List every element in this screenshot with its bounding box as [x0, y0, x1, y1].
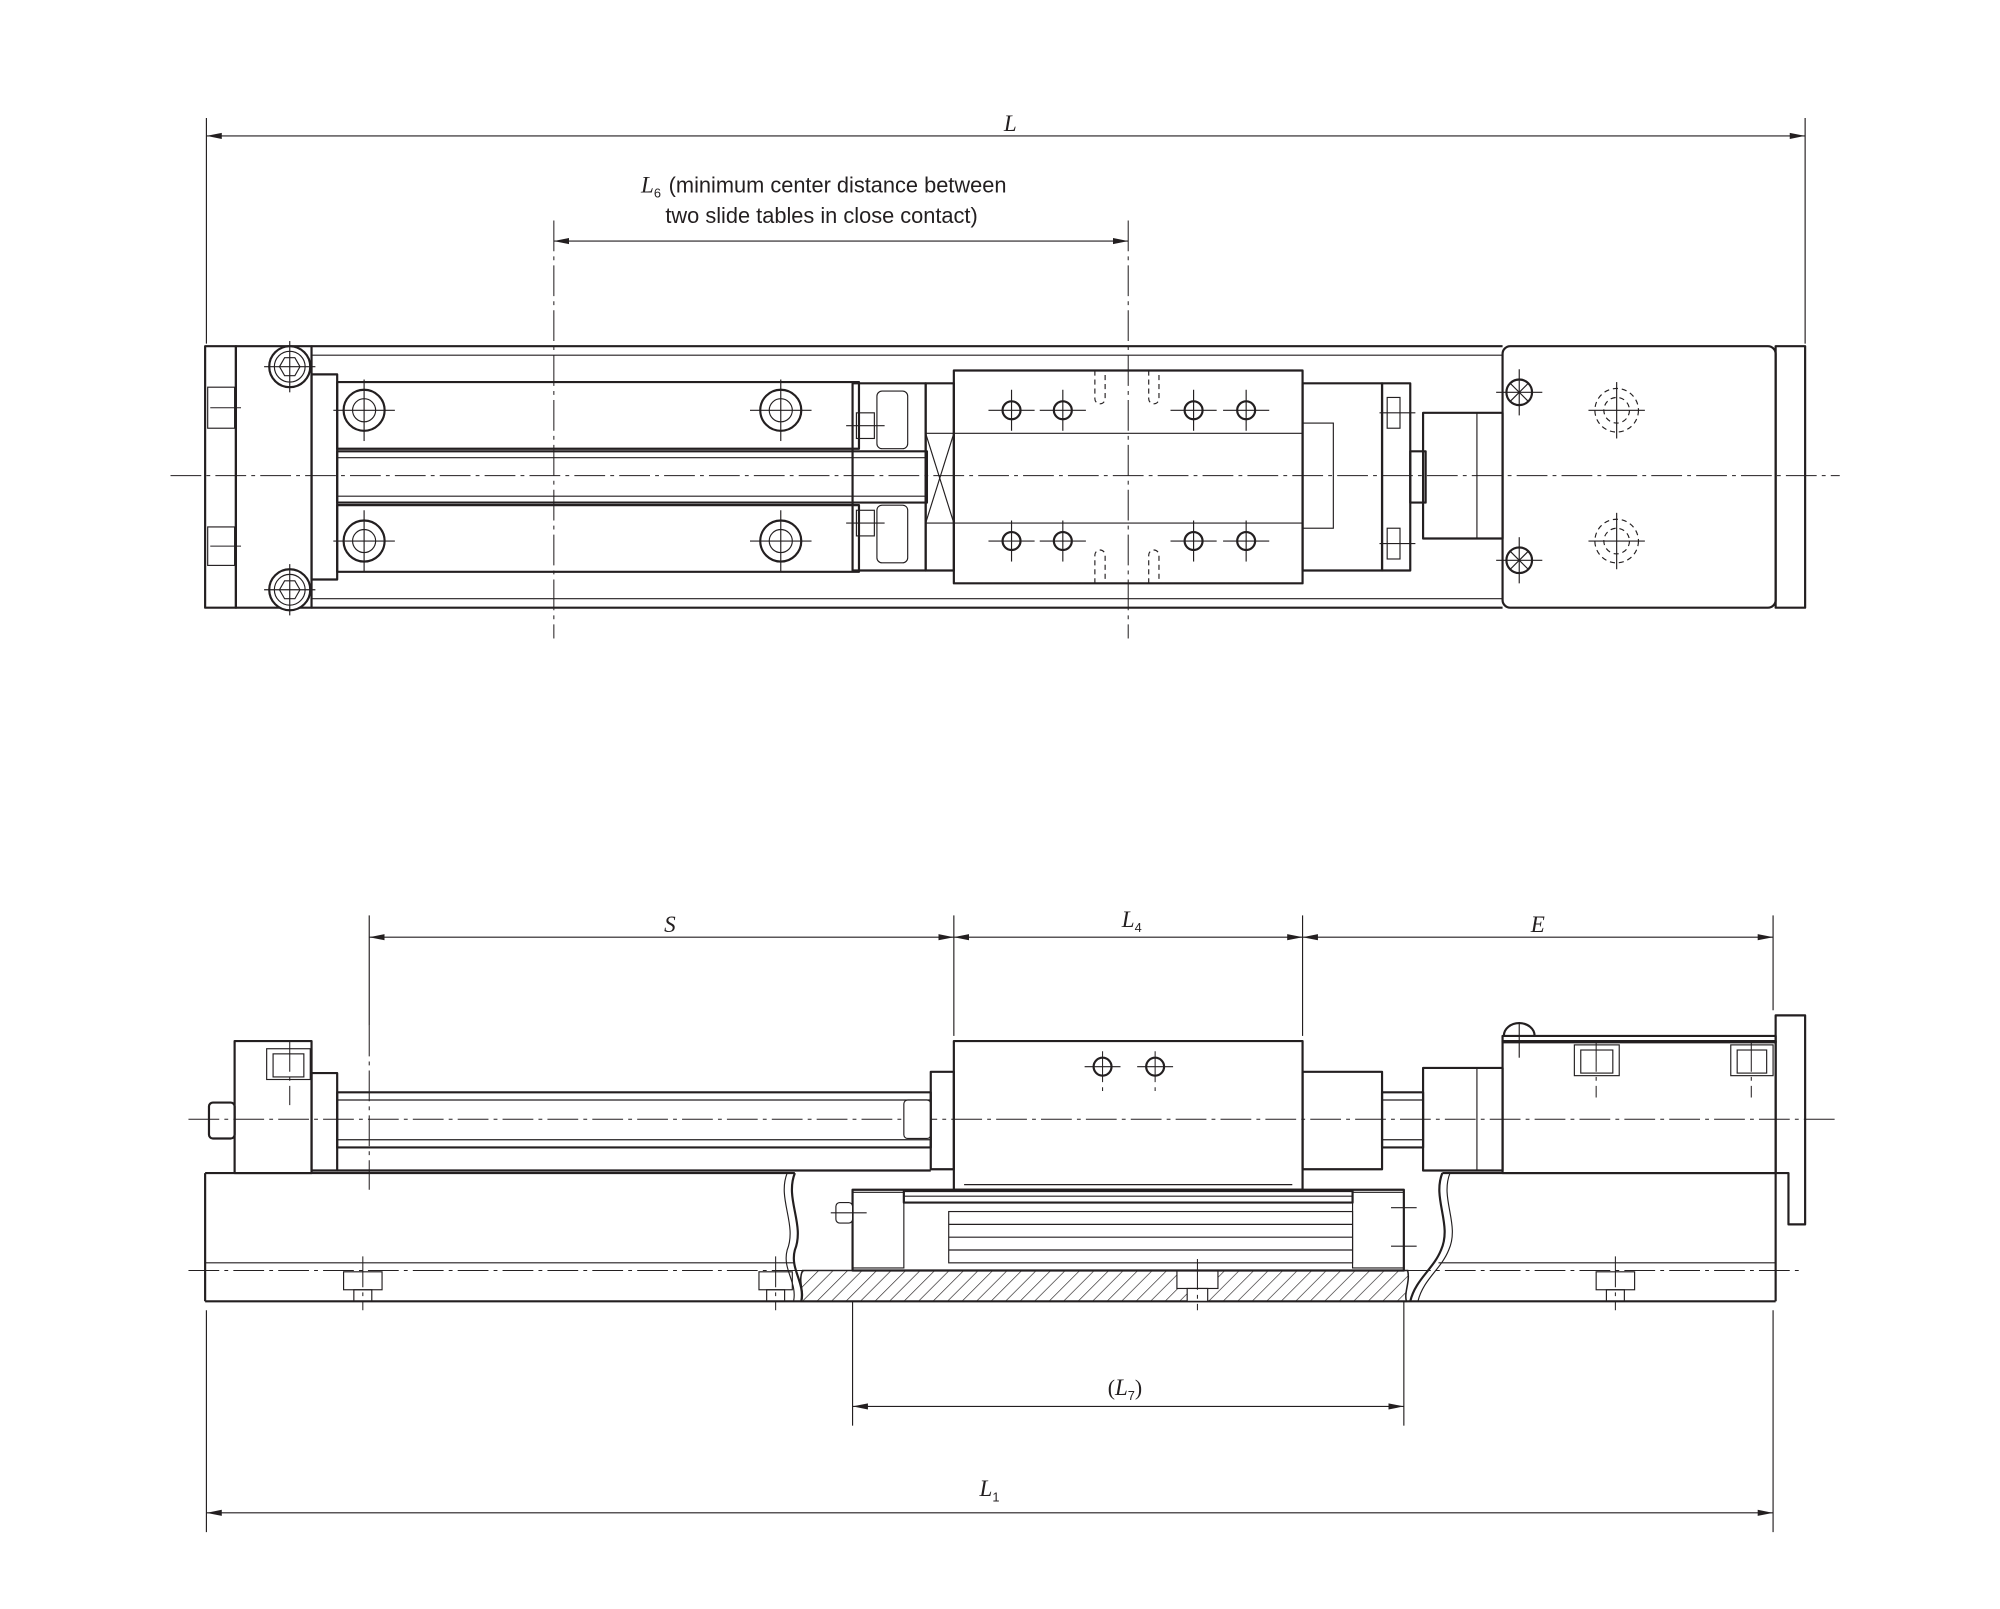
side-section-hatch: [799, 1258, 1410, 1311]
hex-socket-screw-top-icon: [264, 341, 316, 393]
top-right-end-plate: [1501, 345, 1777, 609]
dimension-S-label: S: [664, 911, 676, 937]
dimension-L7: (L7): [851, 1301, 1405, 1426]
dimension-L7-label: (L7): [1108, 1374, 1143, 1403]
dimension-L6-label: L6(minimum center distance between: [640, 171, 1006, 200]
side-slide-left-cap: [929, 1070, 955, 1171]
base-counterbore-icon: [1595, 1256, 1636, 1311]
top-piston-rod: [336, 450, 929, 504]
mounting-hole-icon: [1170, 389, 1217, 431]
dimension-L: L: [205, 110, 1806, 344]
break-line-right: [1409, 1172, 1453, 1302]
hex-socket-screw-bottom-icon: [264, 564, 316, 616]
top-housing: [311, 345, 1503, 609]
mounting-hole-icon: [1170, 520, 1217, 562]
dimension-L6-note-line2: two slide tables in close contact): [665, 203, 977, 228]
base-counterbore-icon: [758, 1256, 793, 1311]
mounting-hole-icon: [988, 389, 1035, 431]
side-right-end-block: [1501, 1022, 1777, 1175]
side-view: S L4 E: [188, 906, 1840, 1533]
cross-screw-top-icon: [1496, 369, 1543, 416]
break-line-left: [783, 1172, 803, 1302]
top-slide-end-cap: [924, 382, 955, 572]
mounting-hole-icon: [988, 520, 1035, 562]
side-center-lines: [188, 1118, 1840, 1272]
top-right-shock-block: [1301, 382, 1416, 572]
top-center-lines: [170, 220, 1840, 639]
dimension-L1-label: L1: [978, 1475, 999, 1504]
mounting-hole-icon: [1039, 389, 1086, 431]
base-counterbore-icon: [343, 1256, 383, 1311]
dimension-L4-label: L4: [1121, 906, 1142, 935]
mounting-hole-icon: [1039, 520, 1086, 562]
hidden-port-bottom-icon: [1588, 512, 1645, 570]
dimension-E-label: E: [1530, 911, 1545, 937]
mounting-hole-icon: [1137, 1051, 1174, 1093]
side-right-rod: [1380, 1091, 1425, 1149]
side-socket-screw-icon: [1573, 1041, 1620, 1098]
mounting-hole-icon: [1223, 389, 1270, 431]
top-right-rod-stub: [1409, 450, 1427, 504]
lower-guide-rail: [336, 504, 861, 573]
side-right-shock-block: [1301, 1070, 1384, 1171]
top-view: L L6(minimum center distance between two…: [170, 110, 1840, 639]
side-left-flange: [310, 1072, 339, 1172]
side-left-end-block: [207, 1039, 313, 1175]
hidden-port-top-icon: [1588, 382, 1645, 439]
side-right-flange: [1774, 1014, 1807, 1226]
side-inner-cylinder: [830, 1188, 1417, 1272]
side-slide-table: [952, 1039, 1304, 1191]
counterbore-hole-icon: [750, 510, 812, 572]
dimension-L-label: L: [1003, 110, 1017, 136]
top-left-flange: [310, 373, 339, 581]
cross-screw-bottom-icon: [1496, 537, 1543, 584]
side-piston-rod: [336, 1091, 932, 1172]
counterbore-hole-icon: [333, 510, 395, 572]
side-socket-screw-icon: [1730, 1041, 1774, 1098]
dimension-S-L4-E: S L4 E: [368, 906, 1774, 1190]
mounting-hole-icon: [1223, 520, 1270, 562]
top-left-end-cap: [204, 345, 247, 609]
counterbore-hole-icon: [750, 379, 812, 442]
upper-guide-rail: [336, 380, 861, 450]
dimension-L6: L6(minimum center distance between two s…: [553, 171, 1129, 245]
dimension-L1: L1: [205, 1310, 1774, 1533]
top-far-right-plate: [1774, 345, 1807, 609]
counterbore-hole-icon: [333, 379, 395, 442]
table-mounting-holes: [988, 389, 1270, 562]
mounting-hole-icon: [1084, 1051, 1121, 1093]
